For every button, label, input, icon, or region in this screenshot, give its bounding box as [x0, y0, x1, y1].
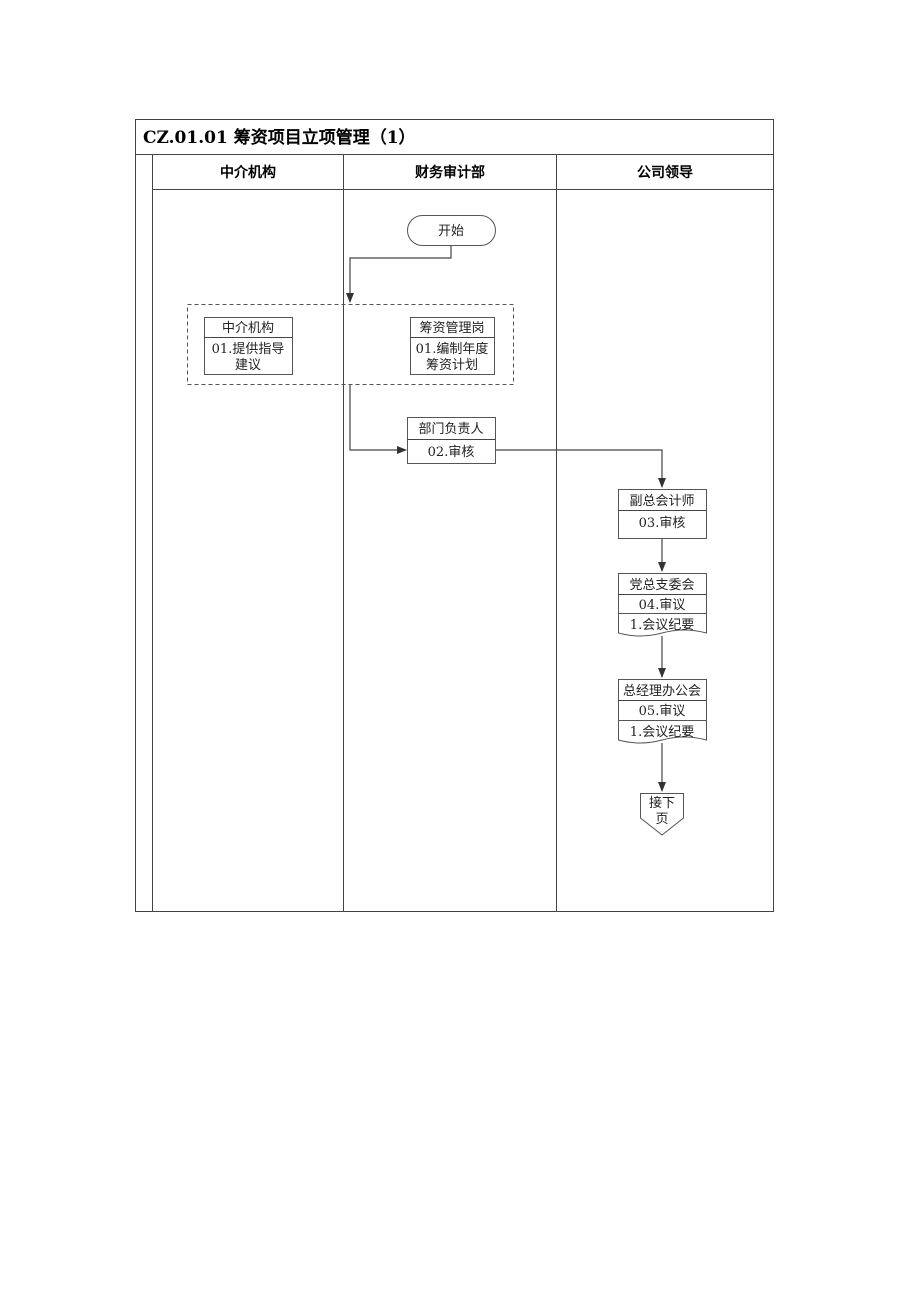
lane-header-company-leaders: 公司领导	[637, 164, 693, 181]
step05-document-label: 1.会议纪要	[630, 725, 694, 740]
step01-finance-line1: 01.编制年度	[416, 341, 489, 357]
lane-header-finance-audit: 财务审计部	[414, 164, 485, 181]
step02-action: 02.审核	[428, 445, 475, 460]
offpage-line1: 接下	[649, 795, 675, 811]
step01-intermediary-line2: 建议	[235, 358, 261, 373]
step03-box	[618, 489, 707, 539]
connector-start-to-group	[346, 246, 452, 303]
step03-action: 03.审核	[639, 516, 686, 531]
step01-intermediary-role: 中介机构	[222, 321, 274, 336]
step03-role: 副总会计师	[629, 494, 694, 509]
step04-action: 04.审议	[639, 598, 686, 613]
start-node	[407, 215, 496, 246]
step05-role: 总经理办公会	[623, 684, 701, 699]
diagram-frame	[135, 119, 774, 912]
connector-step02-to-step03	[496, 449, 666, 488]
step04-role: 党总支委会	[629, 578, 694, 593]
offpage-line2: 页	[655, 812, 668, 827]
step01-finance-line2: 筹资计划	[426, 357, 478, 373]
step02-box	[407, 417, 496, 464]
step04-document-label: 1.会议纪要	[630, 618, 694, 633]
step02-role: 部门负责人	[418, 422, 483, 437]
step01-finance-box	[410, 317, 495, 375]
lane-header-intermediary: 中介机构	[220, 164, 276, 181]
step01-intermediary-box	[204, 317, 293, 375]
step05-document	[618, 720, 707, 744]
step04-box	[618, 573, 707, 614]
diagram-title: CZ.01.01 筹资项目立项管理（1）	[143, 127, 416, 148]
parallel-group	[187, 304, 514, 385]
start-label: 开始	[438, 224, 464, 239]
step04-document	[618, 613, 707, 637]
step01-finance-role: 筹资管理岗	[419, 320, 484, 336]
connector-group-to-step02	[349, 385, 407, 454]
step01-intermediary-line1: 01.提供指导	[212, 341, 285, 357]
offpage-connector	[640, 793, 684, 836]
step05-action: 05.审议	[639, 704, 686, 719]
